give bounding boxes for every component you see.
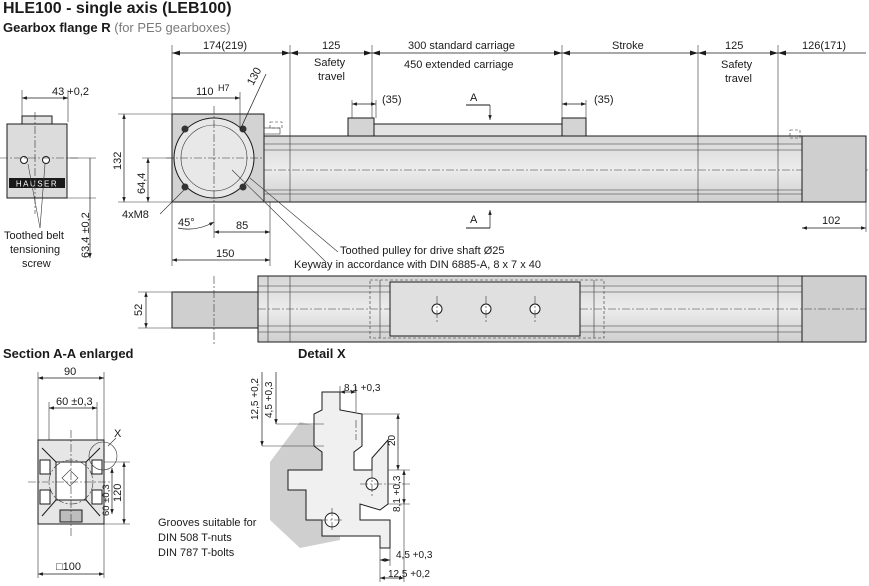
dim-126-171: 126(171)	[802, 40, 846, 52]
safety-right-2: travel	[725, 73, 752, 85]
section-mark-bottom: A	[470, 214, 478, 226]
dim-450-extended: 450 extended carriage	[404, 59, 513, 71]
dim-4-5-bottom: 4,5 +0,3	[396, 550, 433, 561]
dim-120: 120	[112, 484, 124, 502]
main-front-view: (35) (35) A A	[112, 66, 868, 271]
pulley-note: Toothed pulley for drive shaft Ø25	[340, 245, 504, 257]
detail-x-profile	[287, 391, 391, 549]
dim-125-left: 125	[322, 40, 340, 52]
safety-right-1: Safety	[721, 59, 753, 71]
side-brand-plate	[9, 178, 65, 188]
dim-110: 110	[196, 86, 214, 98]
rail-end-cap	[801, 135, 867, 203]
dim-300-standard: 300 standard carriage	[408, 40, 515, 52]
dim-35-right: (35)	[594, 94, 614, 106]
safety-left-1: Safety	[314, 57, 346, 69]
grooves-note-3: DIN 787 T-bolts	[158, 547, 235, 559]
profile-core	[55, 461, 87, 501]
detail-x-marker: X	[114, 428, 122, 440]
dim-100-square: □100	[56, 561, 81, 573]
dim-90: 90	[64, 366, 76, 378]
section-aa-heading: Section A-A enlarged	[3, 346, 134, 361]
dim-stroke: Stroke	[612, 40, 644, 52]
grooves-note-1: Grooves suitable for	[158, 517, 257, 529]
subtitle-main: Gearbox flange R	[3, 20, 111, 35]
dim-60-top: 60 ±0,3	[56, 396, 93, 408]
drive-shaft-housing	[171, 291, 265, 329]
callout-line-2: tensioning	[10, 244, 60, 256]
angle-45: 45°	[178, 217, 195, 229]
dim-4-5-left: 4,5 +0,3	[264, 381, 275, 418]
side-dim-634: 63,4 ±0,2	[80, 212, 92, 258]
side-bore-left	[20, 156, 28, 164]
dim-52: 52	[133, 304, 145, 316]
dim-35-left: (35)	[382, 94, 402, 106]
dim-132: 132	[112, 152, 124, 170]
subtitle-note: (for PE5 gearboxes)	[114, 20, 231, 35]
dim-64-4: 64,4	[136, 173, 148, 194]
dim-8-1-right: 8,1 +0,3	[392, 475, 403, 512]
drawing-subtitle: Gearbox flange R (for PE5 gearboxes)	[3, 20, 231, 35]
linear-rail	[263, 135, 803, 203]
dim-12-5-left: 12,5 +0,2	[250, 378, 261, 420]
top-dimension-chain: 174(219) 125 300 standard carriage Strok…	[171, 40, 866, 136]
dim-102: 102	[822, 215, 840, 227]
detail-x-heading: Detail X	[298, 346, 346, 361]
drawing-title: HLE100 - single axis (LEB100)	[3, 0, 232, 17]
dim-8-1-top: 8,1 +0,3	[344, 383, 381, 394]
side-bore-right	[42, 156, 50, 164]
flange-screw-bl	[181, 183, 189, 191]
carriage-block-right	[561, 117, 587, 139]
keyway-note: Keyway in accordance with DIN 6885-A, 8 …	[294, 259, 541, 271]
callout-line-1: Toothed belt	[4, 230, 64, 242]
side-brand-text: HAUSER	[16, 180, 58, 189]
side-view: 43 +0,2 HAUSER Toothed belt tensioning s…	[0, 86, 96, 270]
fit-h7: H7	[218, 83, 230, 93]
bottom-view: 52	[133, 275, 867, 346]
dim-150: 150	[216, 248, 234, 260]
callout-line-3: screw	[22, 258, 51, 270]
section-mark-top: A	[470, 92, 478, 104]
dim-85: 85	[236, 220, 248, 232]
section-aa: Section A-A enlarged 90 60 ±0,3 X 120 60…	[3, 346, 134, 578]
side-dim-43: 43 +0,2	[52, 86, 89, 98]
detail-x-circle	[88, 441, 118, 471]
flange-screw-br	[239, 183, 247, 191]
grooves-note-2: DIN 508 T-nuts	[158, 532, 232, 544]
carriage-block-left	[347, 117, 375, 139]
flange-screw-tl	[181, 125, 189, 133]
dim-12-5-bottom: 12,5 +0,2	[388, 569, 430, 580]
screws-4xm8: 4xM8	[122, 209, 149, 221]
dim-20: 20	[387, 434, 398, 446]
dim-60-side: 60 ±0,3	[101, 484, 112, 516]
dim-125-right: 125	[725, 40, 743, 52]
carriage-outline-top	[369, 279, 605, 339]
safety-left-2: travel	[318, 71, 345, 83]
dim-174-219: 174(219)	[203, 40, 247, 52]
detail-x: Detail X 12,5 +0,2 4,5 +0,3 8,1 +0,3 20 …	[250, 346, 433, 582]
